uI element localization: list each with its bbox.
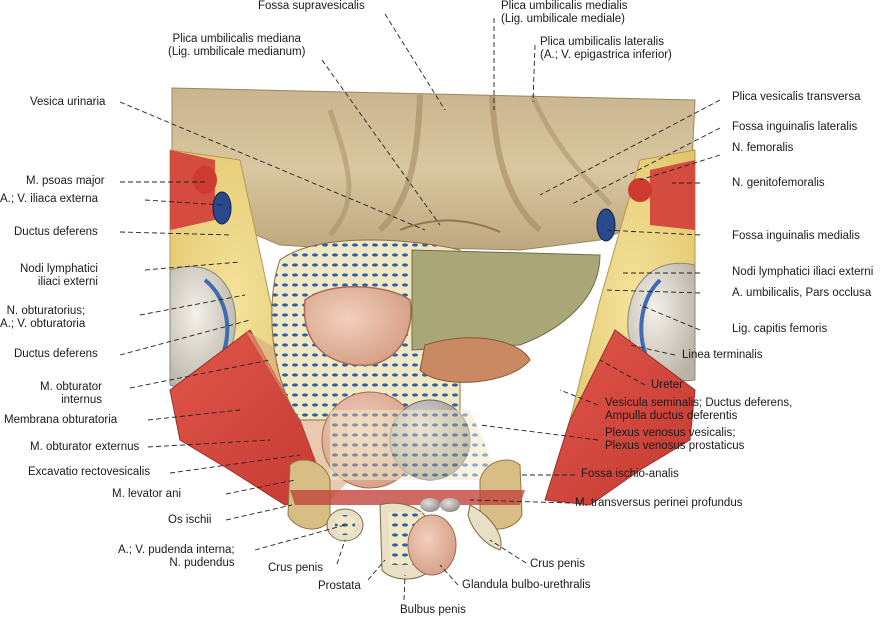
label-n-obturatorius: N. obturatorius; A.; V. obturatoria [0, 305, 86, 330]
label-nodi-lymphatici-right: Nodi lymphatici iliaci externi [732, 266, 874, 278]
label-fossa-inguinalis-medialis: Fossa inguinalis medialis [732, 230, 860, 242]
label-fossa-supravesicalis: Fossa supravesicalis [258, 0, 365, 12]
label-a-v-pudenda-interna: A.; V. pudenda interna; N. pudendus [118, 544, 235, 569]
label-linea-terminalis: Linea terminalis [682, 349, 763, 361]
label-a-v-iliaca-externa: A.; V. iliaca externa [0, 193, 99, 205]
label-crus-penis-right: Crus penis [530, 558, 585, 570]
label-fossa-ischio-analis: Fossa ischio-analis [581, 468, 679, 480]
label-ureter: Ureter [651, 379, 683, 391]
label-m-obturator-externus: M. obturator externus [30, 441, 140, 453]
label-plica-umbilicalis-mediana: Plica umbilicalis mediana (Lig. umbilica… [168, 33, 306, 58]
label-plexus-venosus: Plexus venosus vesicalis; Plexus venosus… [605, 427, 745, 452]
label-vesica-urinaria: Vesica urinaria [30, 96, 106, 108]
label-excavatio-rectovesicalis: Excavatio rectovesicalis [28, 466, 151, 478]
label-m-transversus-perinei: M. transversus perinei profundus [575, 497, 743, 509]
label-plica-umbilicalis-medialis: Plica umbilicalis medialis (Lig. umbilic… [501, 0, 628, 25]
label-ductus-deferens-lower: Ductus deferens [14, 348, 98, 360]
label-prostata: Prostata [318, 580, 361, 592]
label-membrana-obturatoria: Membrana obturatoria [4, 414, 118, 426]
label-a-umbilicalis: A. umbilicalis, Pars occlusa [732, 287, 872, 299]
label-n-femoralis: N. femoralis [732, 142, 794, 154]
label-os-ischii: Os ischii [168, 514, 212, 526]
label-m-psoas-major: M. psoas major [26, 175, 105, 187]
label-n-genitofemoralis: N. genitofemoralis [732, 177, 825, 189]
label-crus-penis-left: Crus penis [268, 562, 323, 574]
label-m-obturator-internus: M. obturator internus [40, 381, 102, 406]
label-lig-capitis-femoris: Lig. capitis femoris [732, 323, 828, 335]
label-bulbus-penis: Bulbus penis [400, 604, 466, 616]
label-m-levator-ani: M. levator ani [112, 488, 182, 500]
label-plica-umbilicalis-lateralis: Plica umbilicalis lateralis (A.; V. epig… [540, 36, 672, 61]
label-plica-vesicalis-transversa: Plica vesicalis transversa [732, 91, 861, 103]
label-nodi-lymphatici-left: Nodi lymphatici iliaci externi [20, 263, 98, 288]
label-glandula-bulbo-urethralis: Glandula bulbo-urethralis [462, 579, 591, 591]
label-fossa-inguinalis-lateralis: Fossa inguinalis lateralis [732, 121, 858, 133]
label-ductus-deferens-upper: Ductus deferens [14, 226, 98, 238]
label-vesicula-seminalis: Vesicula seminalis; Ductus deferens, Amp… [605, 397, 793, 422]
